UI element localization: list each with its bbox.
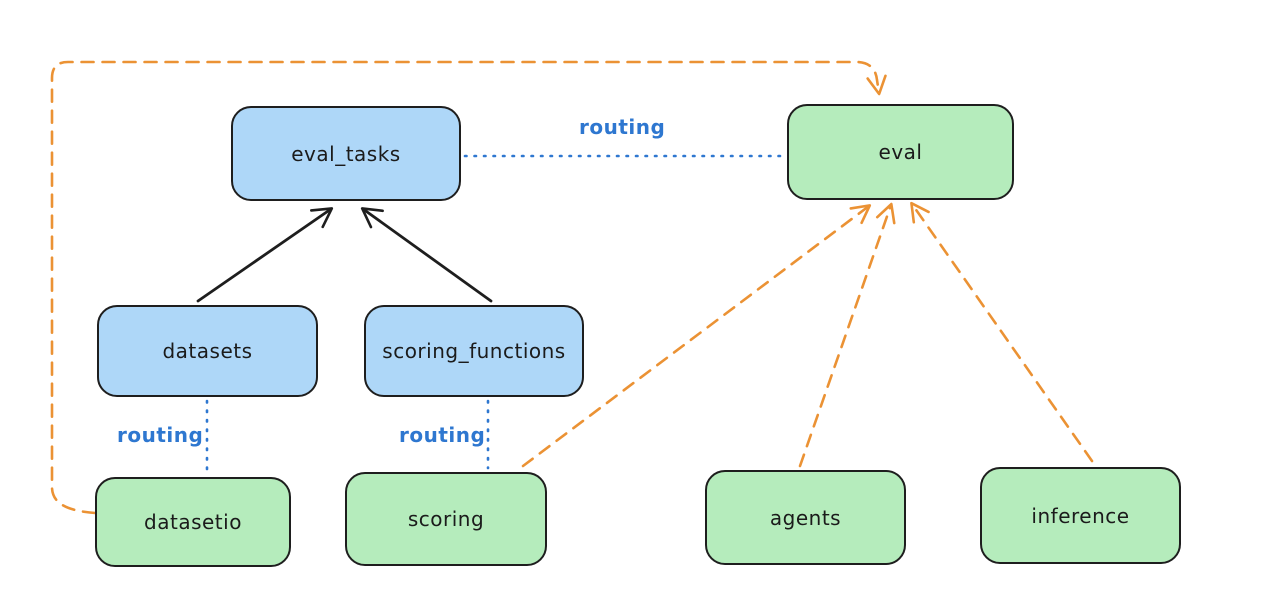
node-datasetio: datasetio xyxy=(95,477,291,567)
edge-label-routing-datasets: routing xyxy=(117,423,204,447)
edge-label-routing-top: routing xyxy=(579,115,666,139)
node-scoring-functions: scoring_functions xyxy=(364,305,584,397)
edge-scoring-to-eval xyxy=(521,204,872,468)
edge-agents-to-eval xyxy=(798,202,896,468)
node-datasets: datasets xyxy=(97,305,318,397)
edge-scoring-functions-to-eval-tasks xyxy=(360,207,493,303)
node-scoring: scoring xyxy=(345,472,547,566)
edge-inference-to-eval xyxy=(910,201,1094,463)
node-inference: inference xyxy=(980,467,1181,564)
edge-datasets-to-eval-tasks xyxy=(196,207,334,303)
node-agents: agents xyxy=(705,470,906,565)
edge-label-routing-scoring: routing xyxy=(399,423,486,447)
node-eval-tasks: eval_tasks xyxy=(231,106,461,201)
node-eval: eval xyxy=(787,104,1014,200)
